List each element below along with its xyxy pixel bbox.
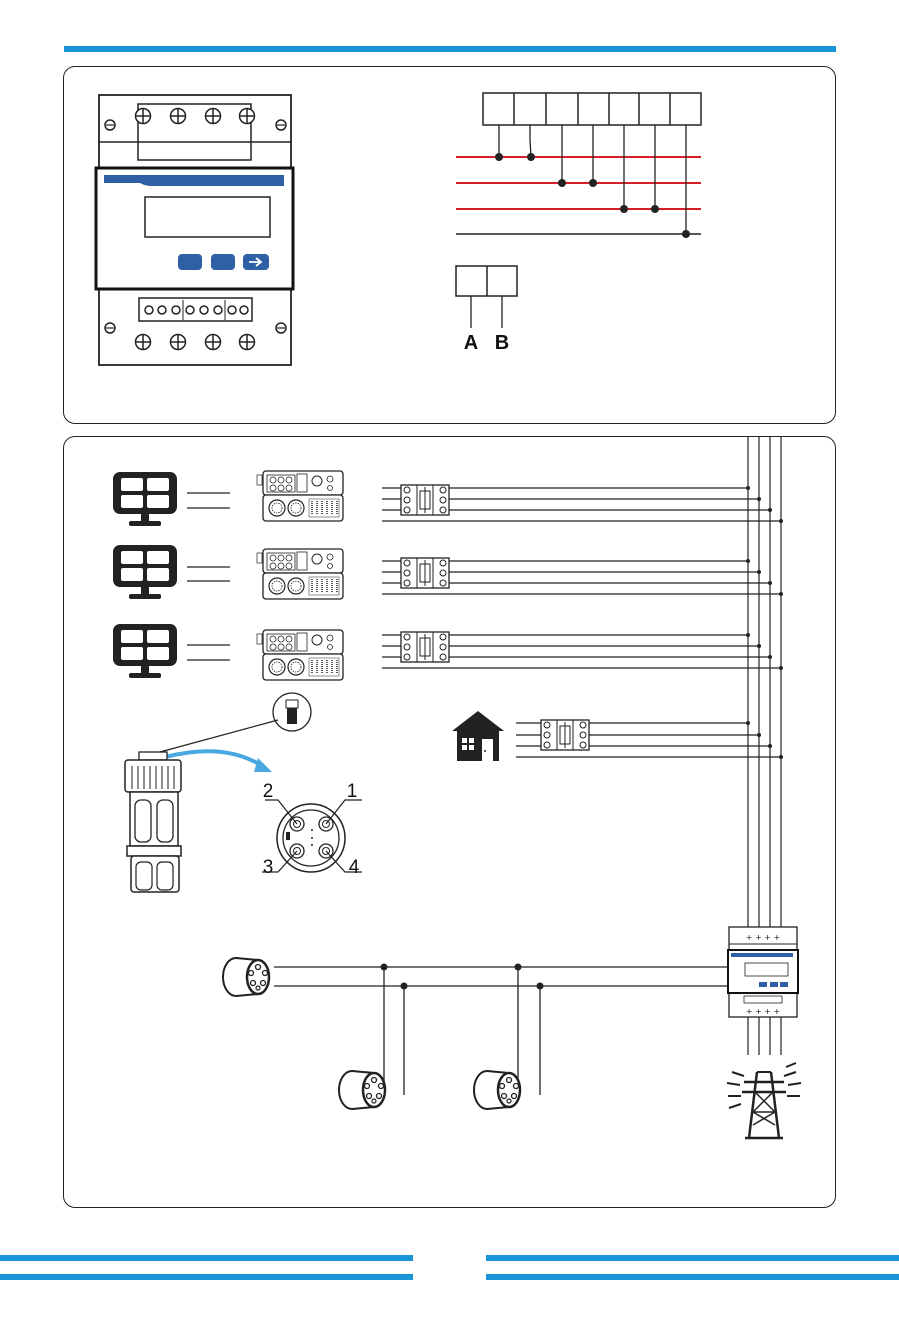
- terminal-block-wiring: A B: [456, 93, 701, 354]
- solar-row-2: [113, 545, 783, 599]
- cable-connector-icon: [223, 958, 269, 996]
- solar-panel-icon: [113, 472, 177, 526]
- svg-text:+ + + +: + + + +: [746, 933, 780, 942]
- meter-icon: [96, 95, 293, 365]
- cable-network: [223, 958, 737, 1109]
- transmission-tower-icon: [727, 1063, 801, 1138]
- pin-label-1: 1: [347, 781, 358, 802]
- inverter-icon: [257, 471, 343, 521]
- terminal-label-a: A: [464, 332, 478, 354]
- svg-text:+ + + +: + + + +: [746, 1007, 780, 1016]
- cable-connector-icon: [125, 752, 181, 892]
- house-row: [452, 711, 783, 761]
- breaker-icon: [401, 485, 449, 515]
- pin-label-4: 4: [349, 857, 360, 878]
- house-icon: [452, 711, 504, 761]
- terminal-label-b: B: [495, 332, 509, 354]
- pin-label-3: 3: [263, 857, 274, 878]
- connector-pinout: 2 1 3 4: [262, 781, 362, 878]
- pin-label-2: 2: [263, 781, 274, 802]
- solar-row-3: [113, 624, 783, 680]
- small-meter-icon: + + + + + + + +: [728, 927, 798, 1017]
- cable-connector-detail: 2 1 3 4: [125, 693, 362, 892]
- solar-row-1: [113, 471, 783, 526]
